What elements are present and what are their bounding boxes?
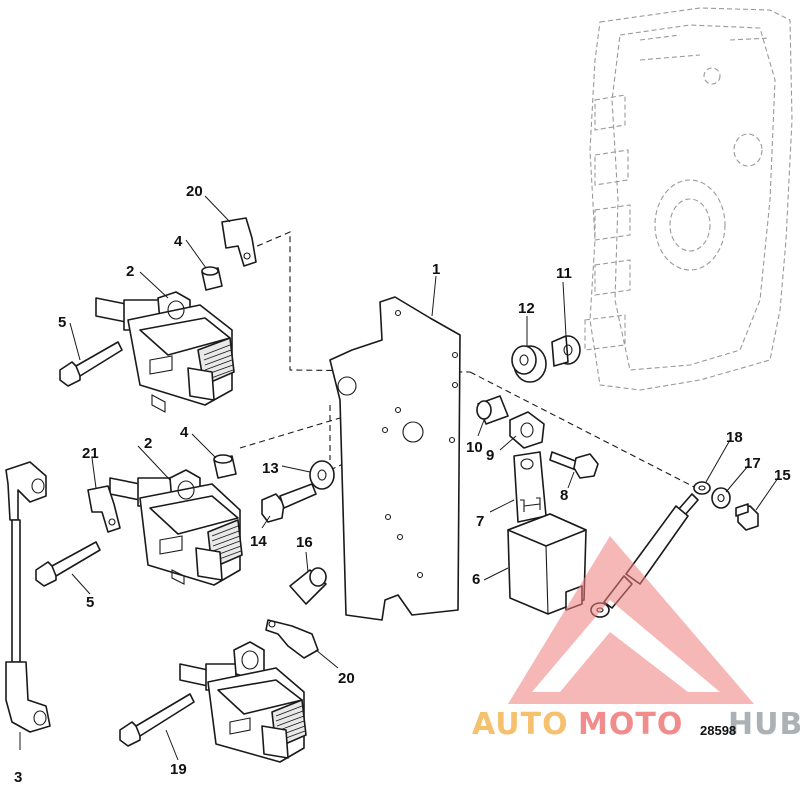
callout-1: 1 xyxy=(432,261,440,278)
engine-block-outline xyxy=(584,7,793,391)
grommet-12 xyxy=(511,345,547,383)
callout-12: 12 xyxy=(518,300,535,317)
spacer-middle xyxy=(213,454,237,479)
callout-11: 11 xyxy=(556,265,572,282)
clamp-middle xyxy=(87,485,121,533)
watermark-text: AUTO MOTO HUB xyxy=(472,707,800,742)
mounting-bracket xyxy=(329,296,461,621)
callout-3: 3 xyxy=(14,769,22,786)
screw-upper xyxy=(59,341,123,387)
screw-long xyxy=(119,693,195,747)
watermark-logo xyxy=(508,536,754,704)
callout-4-middle: 4 xyxy=(180,424,189,441)
screw-10 xyxy=(549,451,599,479)
watermark-triangle xyxy=(508,536,754,704)
screw-middle xyxy=(35,541,101,587)
sleeve-9 xyxy=(476,395,509,425)
callout-4-upper: 4 xyxy=(174,233,183,250)
clamp-upper xyxy=(221,217,257,267)
callout-19: 19 xyxy=(170,761,187,778)
callout-13: 13 xyxy=(262,460,279,477)
callout-2-upper: 2 xyxy=(126,263,134,280)
diagram-reference-number: 28598 xyxy=(700,723,736,738)
callout-6: 6 xyxy=(472,571,480,588)
callout-20-upper: 20 xyxy=(186,183,203,200)
washer-17 xyxy=(711,487,731,509)
callout-2-middle: 2 xyxy=(144,435,152,452)
callout-5-middle: 5 xyxy=(86,594,94,611)
ignition-coil-middle xyxy=(109,469,243,586)
retainer-clip-7 xyxy=(513,451,547,523)
washer-13 xyxy=(309,460,335,490)
leader-lines xyxy=(19,195,779,761)
watermark-auto: AUTO xyxy=(472,707,569,742)
callout-7: 7 xyxy=(476,513,484,530)
ignition-coil-upper xyxy=(95,291,235,413)
screw-15 xyxy=(735,503,759,531)
spark-plug-lead xyxy=(5,461,51,733)
callout-20-middle: 21 xyxy=(82,445,99,462)
grommet-8 xyxy=(509,411,545,449)
bushing-11 xyxy=(551,335,581,367)
callout-5-upper: 5 xyxy=(58,314,66,331)
callout-10: 8 xyxy=(560,487,568,504)
callout-18: 18 xyxy=(726,429,743,446)
spacer-upper xyxy=(201,266,223,291)
sleeve-16 xyxy=(289,567,327,605)
clamp-21 xyxy=(265,619,319,659)
callout-14: 14 xyxy=(250,533,267,550)
callout-8: 9 xyxy=(486,447,494,464)
ignition-coil-lower xyxy=(179,641,307,763)
callout-21: 20 xyxy=(338,670,355,687)
callout-9: 10 xyxy=(466,439,483,456)
callout-15: 15 xyxy=(774,467,791,484)
watermark-hub: HUB xyxy=(728,707,800,742)
callout-16: 16 xyxy=(296,534,313,551)
callout-labels: 20 4 2 5 1 12 11 2 4 21 5 13 14 16 20 19… xyxy=(14,183,791,786)
callout-17: 17 xyxy=(744,455,761,472)
watermark-moto: MOTO xyxy=(578,707,683,742)
screw-14 xyxy=(261,483,317,523)
